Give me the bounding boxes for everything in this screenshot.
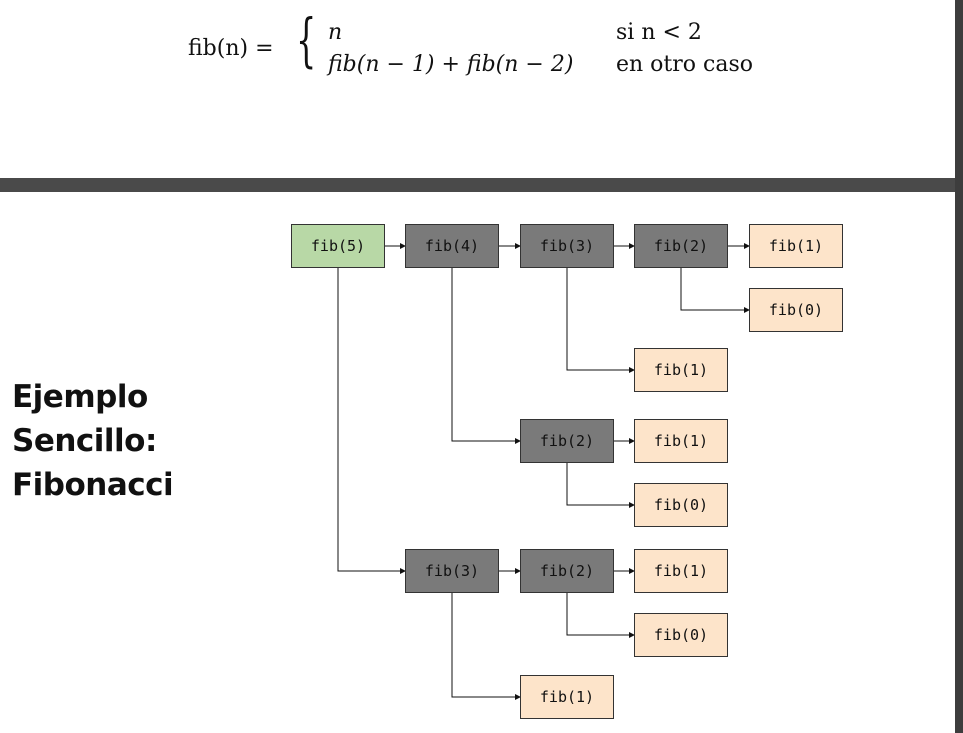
formula-case2-expr: fib(n − 1) + fib(n − 2) bbox=[328, 52, 574, 77]
formula-slide: fib(n) = { n si n < 2 fib(n − 1) + fib(n… bbox=[0, 0, 955, 178]
formula-case1-cond: si n < 2 bbox=[616, 20, 702, 45]
window-edge bbox=[955, 0, 963, 733]
slide-separator bbox=[0, 178, 963, 192]
title-line-2: Sencillo: bbox=[12, 423, 157, 459]
call-node-n4: fib(4) bbox=[405, 224, 499, 268]
call-node-n2b: fib(2) bbox=[520, 419, 614, 463]
call-node-l0b: fib(0) bbox=[634, 483, 728, 527]
formula-case1-expr: n bbox=[328, 20, 343, 45]
call-node-n2a: fib(2) bbox=[634, 224, 728, 268]
call-node-l1a: fib(1) bbox=[749, 224, 843, 268]
call-node-n3b: fib(3) bbox=[405, 549, 499, 593]
call-node-n3a: fib(3) bbox=[520, 224, 614, 268]
call-node-l1c: fib(1) bbox=[634, 419, 728, 463]
call-node-n5: fib(5) bbox=[291, 224, 385, 268]
formula-lhs: fib(n) = bbox=[188, 36, 274, 61]
call-node-l1e: fib(1) bbox=[520, 675, 614, 719]
title-line-3: Fibonacci bbox=[12, 467, 174, 503]
formula-brace: { bbox=[296, 6, 317, 74]
call-node-l1d: fib(1) bbox=[634, 549, 728, 593]
call-node-n2c: fib(2) bbox=[520, 549, 614, 593]
title-line-1: Ejemplo bbox=[12, 379, 148, 415]
fibonacci-formula: fib(n) = { n si n < 2 fib(n − 1) + fib(n… bbox=[188, 6, 788, 84]
call-node-l1b: fib(1) bbox=[634, 348, 728, 392]
slide-title: Ejemplo Sencillo: Fibonacci bbox=[12, 375, 174, 507]
call-node-l0c: fib(0) bbox=[634, 613, 728, 657]
formula-case2-cond: en otro caso bbox=[616, 52, 753, 77]
call-node-l0a: fib(0) bbox=[749, 288, 843, 332]
